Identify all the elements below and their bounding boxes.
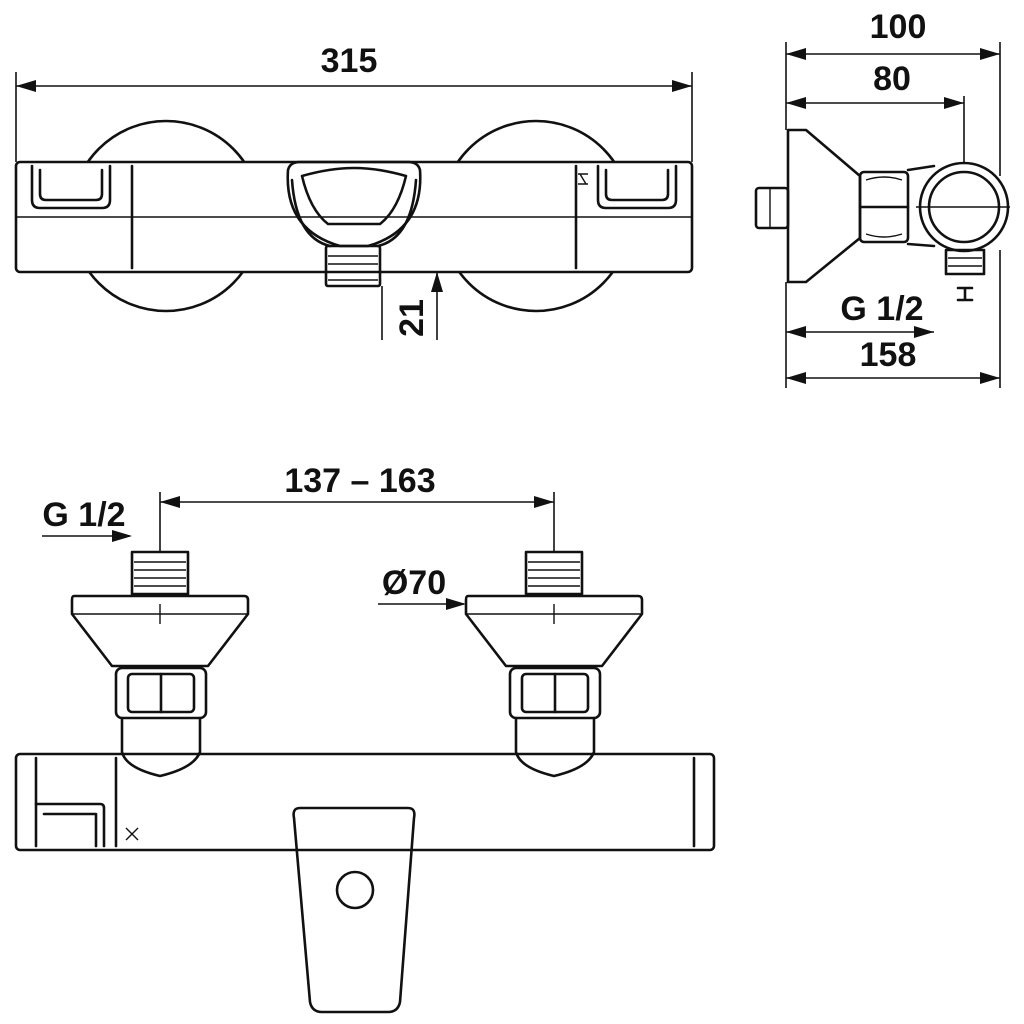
dim-inlet-thread: G 1/2 (42, 496, 125, 534)
right-inlet-thread (524, 550, 584, 596)
dim-depth-total: 100 (870, 8, 927, 46)
diverter-ring (290, 178, 418, 248)
diverter-inner (300, 166, 408, 226)
right-hex-nut (508, 666, 602, 720)
hot-side-mark-icon (578, 173, 588, 185)
front-view: 315 21 (14, 42, 694, 340)
connector-arm (906, 164, 936, 248)
left-rosette (69, 119, 263, 313)
dim-overall-length: 315 (321, 42, 378, 80)
right-handle (596, 164, 678, 210)
dim-side-height: 158 (860, 336, 917, 374)
diverter-housing (286, 160, 422, 248)
dim-inlet-centres: 137 – 163 (284, 462, 435, 500)
left-handle-top (34, 802, 106, 848)
dim-outlet-offset: 21 (393, 299, 431, 337)
wall-nipple (754, 186, 790, 230)
wall-rosette-side (786, 128, 862, 284)
outlet-thread (324, 244, 382, 288)
side-outlet-thread (944, 248, 986, 276)
left-inlet-thread (130, 550, 190, 596)
right-connector (514, 716, 596, 778)
top-view: 137 – 163 G 1/2 Ø70 (14, 462, 716, 1014)
cold-side-mark-icon (125, 827, 139, 841)
dim-depth-body: 80 (873, 60, 911, 98)
dim-cover-diameter: Ø70 (382, 564, 446, 602)
left-connector (120, 716, 202, 778)
right-cover-plate (464, 594, 644, 668)
mixer-body-top (14, 752, 716, 852)
left-handle-inner (38, 168, 104, 202)
left-cover-plate (70, 594, 250, 668)
right-handle-inner (604, 168, 670, 202)
spout-button (335, 870, 375, 910)
left-handle (30, 164, 112, 210)
dim-side-thread: G 1/2 (840, 290, 923, 328)
left-hex-nut (114, 666, 208, 720)
spout-lever (292, 806, 416, 1014)
side-view: 100 80 G 1/2 158 (754, 8, 1010, 388)
right-rosette (439, 119, 633, 313)
